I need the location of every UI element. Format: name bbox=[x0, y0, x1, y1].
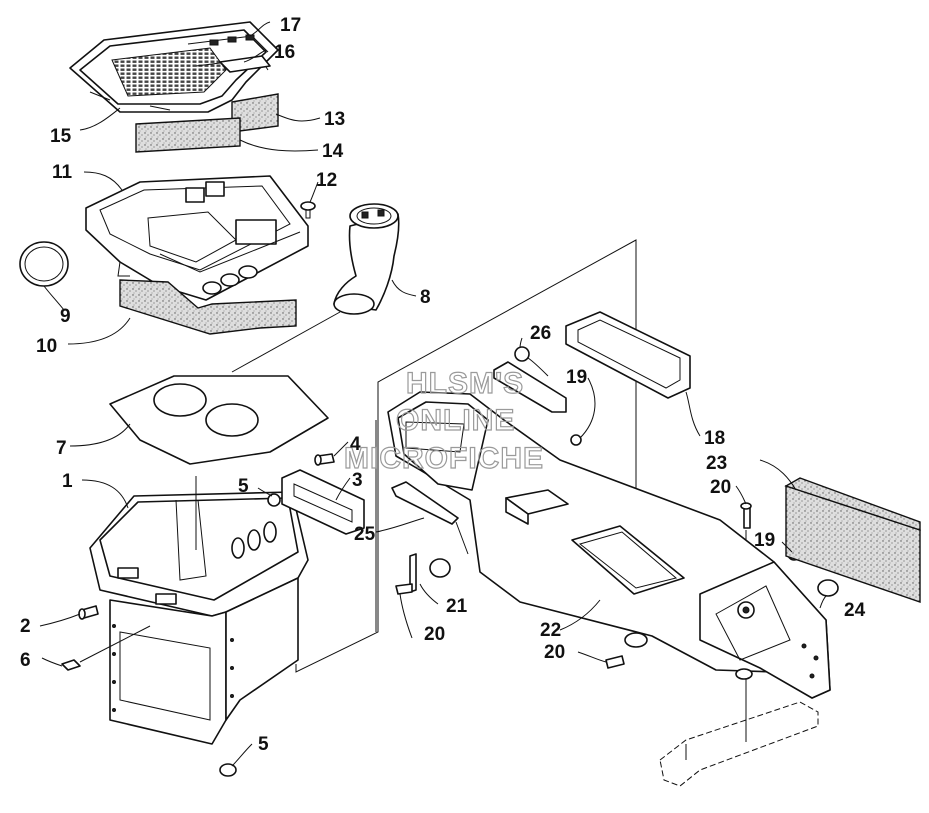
callout-8: 8 bbox=[420, 287, 431, 308]
callout-12: 12 bbox=[316, 170, 337, 191]
watermark-line-2: ONLINE bbox=[396, 404, 515, 437]
callout-10: 10 bbox=[36, 336, 57, 357]
foam-pre-filter bbox=[135, 117, 241, 153]
push-pin bbox=[300, 201, 316, 219]
callout-1: 1 bbox=[62, 471, 73, 492]
mounting-plate bbox=[281, 469, 365, 535]
watermark: HLSM'S ONLINE MICROFICHE bbox=[343, 366, 544, 475]
callout-20-mid: 20 bbox=[544, 642, 565, 663]
callout-15: 15 bbox=[50, 126, 72, 147]
nut-19 bbox=[514, 346, 530, 362]
gasket-plate bbox=[109, 375, 329, 465]
plug bbox=[817, 579, 839, 597]
watermark-line-3: MICROFICHE bbox=[344, 442, 544, 475]
callout-17: 17 bbox=[280, 15, 301, 36]
callout-3: 3 bbox=[352, 470, 363, 491]
callout-18: 18 bbox=[704, 428, 725, 449]
air-box-housing bbox=[89, 491, 309, 745]
nut-19-b bbox=[570, 434, 582, 446]
clip bbox=[61, 659, 81, 671]
air-box-base bbox=[85, 175, 309, 301]
bolt-20-b bbox=[605, 632, 648, 669]
callout-20-left: 20 bbox=[424, 624, 445, 645]
callout-19-top: 19 bbox=[566, 367, 587, 388]
callout-6: 6 bbox=[20, 650, 31, 671]
strap bbox=[391, 481, 469, 555]
bolt-20-c bbox=[735, 502, 753, 680]
leader-lines bbox=[39, 21, 827, 767]
callout-4: 4 bbox=[350, 434, 361, 455]
bolt-20 bbox=[395, 583, 413, 595]
intake-elbow bbox=[333, 203, 400, 315]
callout-21: 21 bbox=[446, 596, 468, 617]
seal-gasket bbox=[565, 311, 691, 399]
callout-20-right: 20 bbox=[710, 477, 731, 498]
nut-bottom bbox=[219, 763, 237, 777]
console-duct bbox=[387, 391, 831, 699]
screw bbox=[314, 453, 335, 466]
console-foam bbox=[784, 477, 921, 603]
callout-14: 14 bbox=[322, 141, 344, 162]
callout-13: 13 bbox=[324, 109, 345, 130]
lower-pipe bbox=[659, 701, 819, 787]
callout-7: 7 bbox=[56, 438, 67, 459]
callout-26: 26 bbox=[530, 323, 551, 344]
bracket bbox=[493, 361, 567, 413]
callout-5-bottom: 5 bbox=[258, 734, 269, 755]
callout-24: 24 bbox=[844, 600, 866, 621]
hose-clamp bbox=[19, 241, 69, 287]
callout-16: 16 bbox=[274, 42, 295, 63]
callout-25: 25 bbox=[354, 524, 376, 545]
watermark-line-1: HLSM'S bbox=[406, 367, 524, 400]
side-bracket bbox=[409, 553, 451, 593]
nut bbox=[267, 493, 281, 507]
callout-9: 9 bbox=[60, 306, 71, 327]
callout-labels: 17 16 13 15 14 11 12 8 9 10 7 4 1 5 3 2 … bbox=[20, 15, 866, 755]
callout-11: 11 bbox=[52, 162, 73, 183]
callout-2: 2 bbox=[20, 616, 31, 637]
callout-5-top: 5 bbox=[238, 476, 249, 497]
bolt bbox=[78, 605, 99, 620]
callout-22: 22 bbox=[540, 620, 561, 641]
callout-19-right: 19 bbox=[754, 530, 775, 551]
lower-foam-pad bbox=[119, 279, 297, 335]
decal bbox=[219, 55, 271, 73]
filter-lid bbox=[69, 21, 279, 113]
callout-23: 23 bbox=[706, 453, 727, 474]
